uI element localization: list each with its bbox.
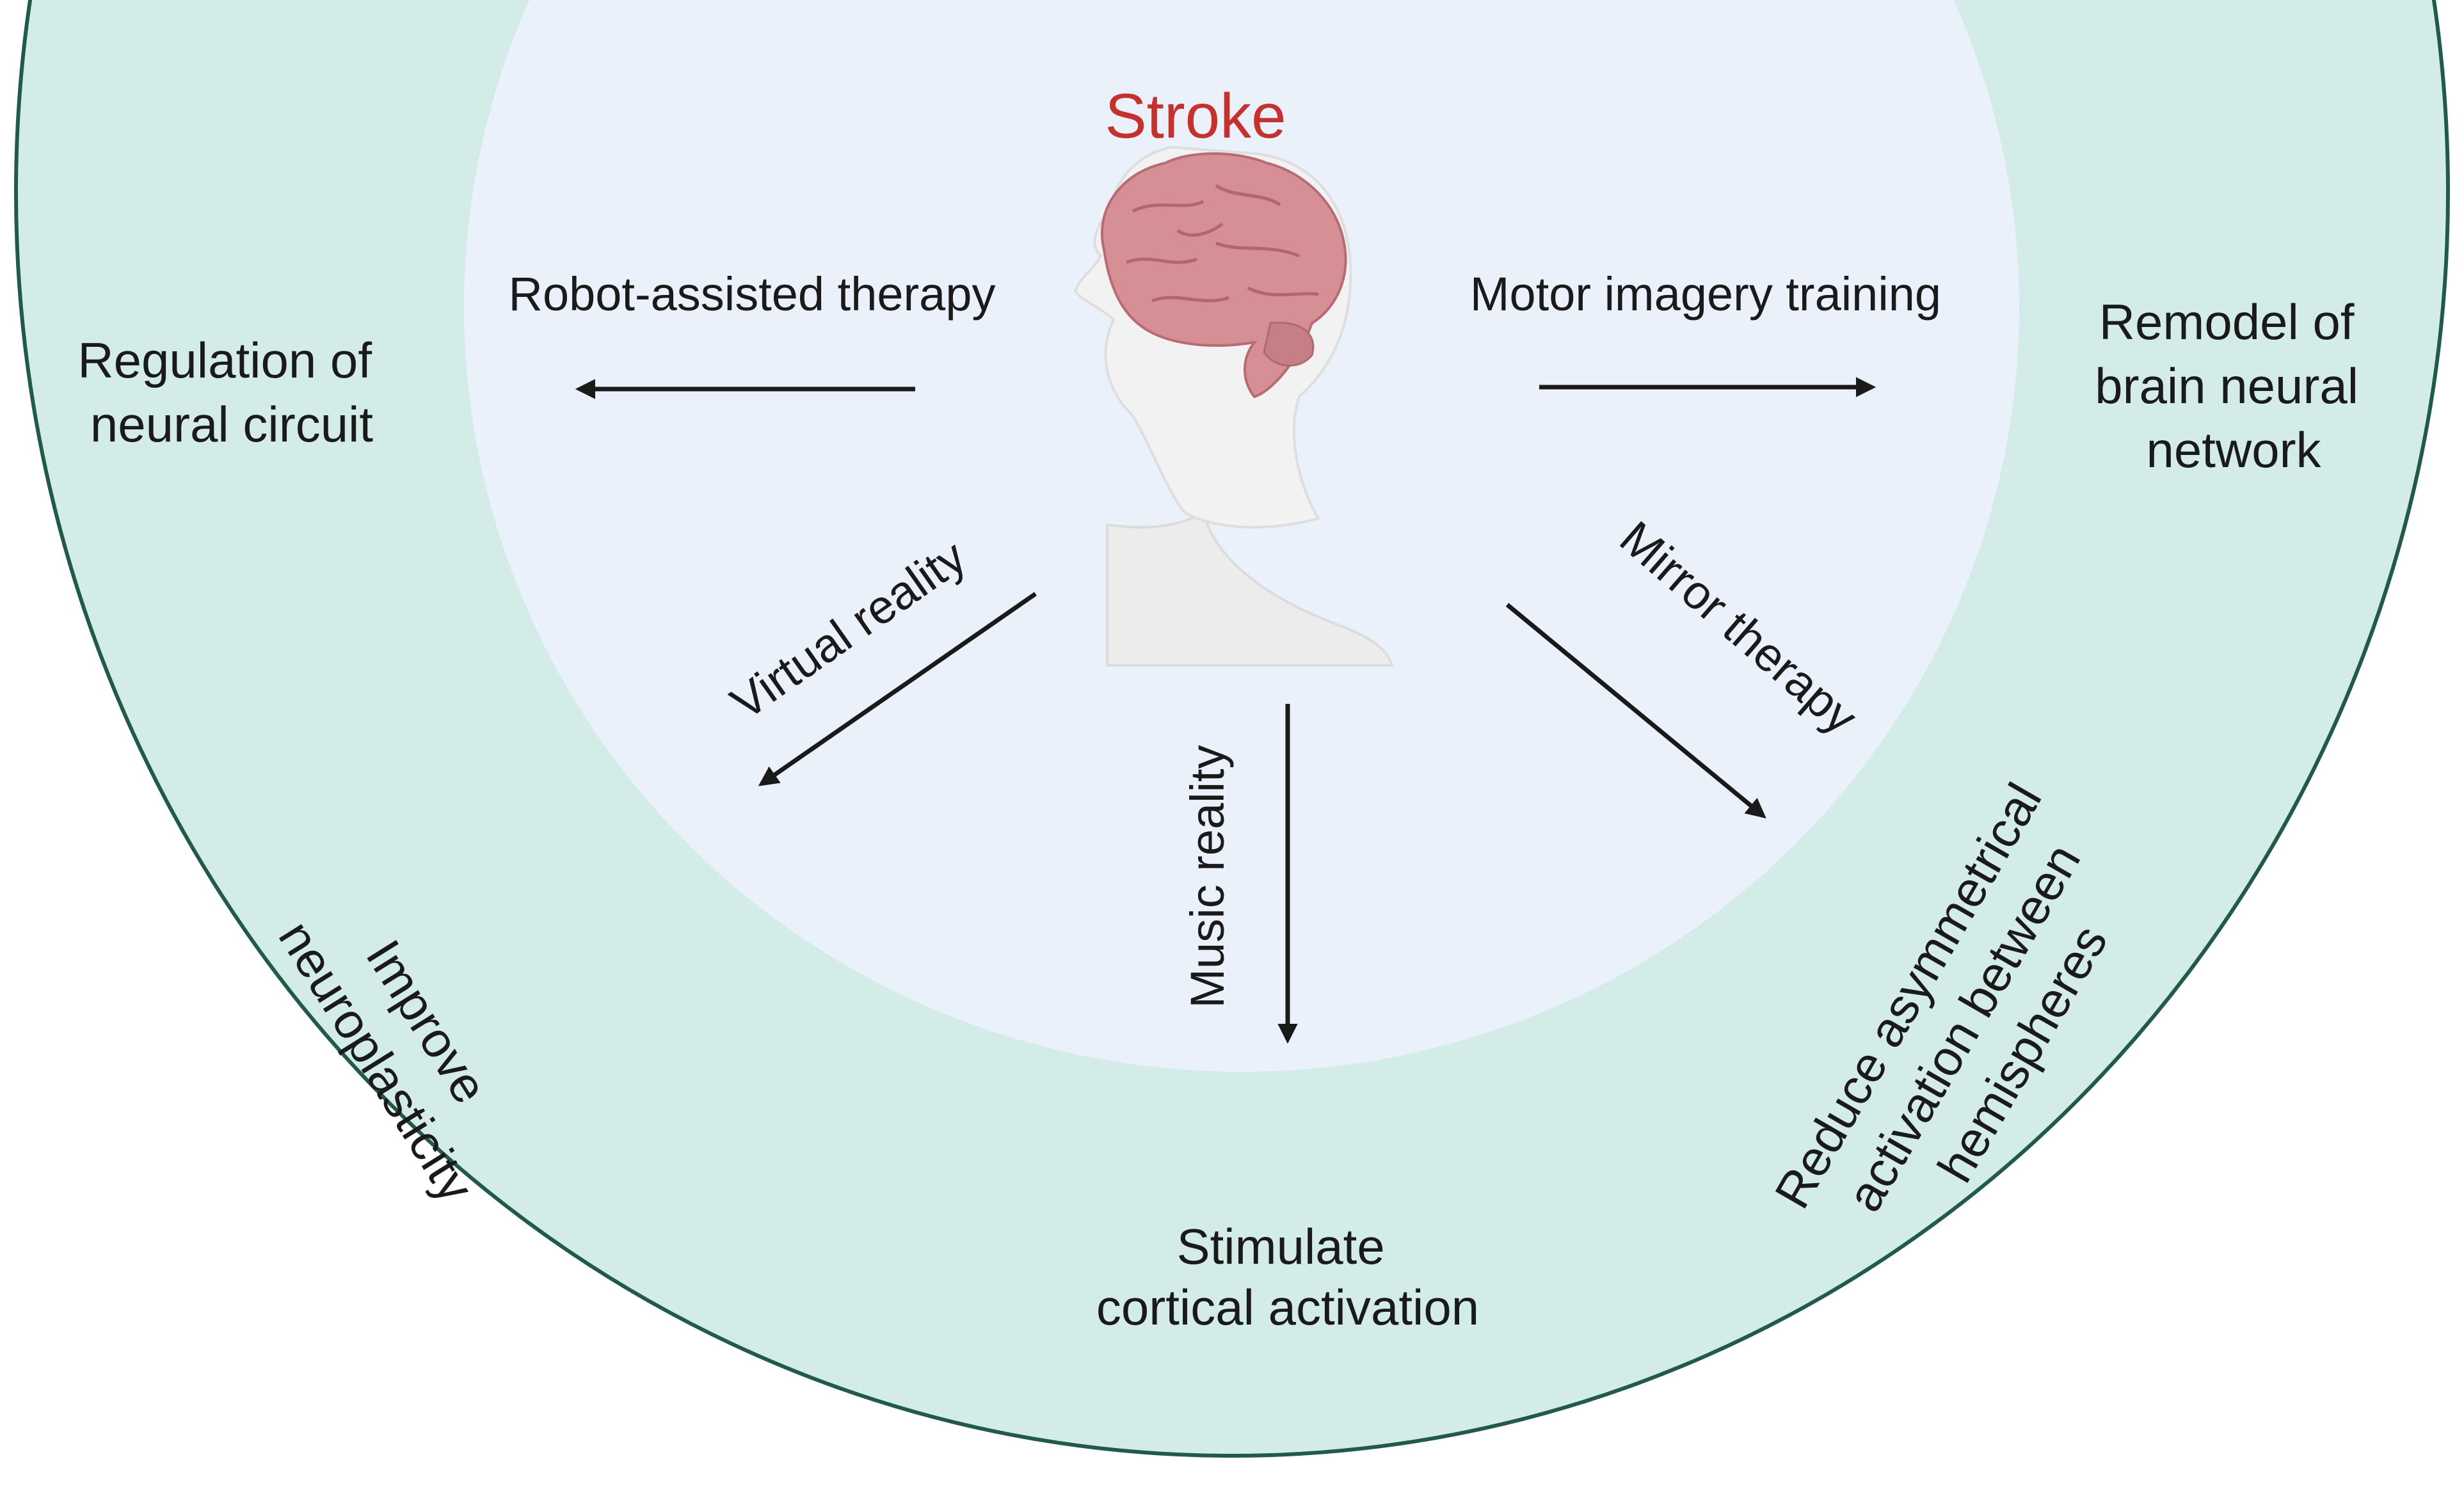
arrow-virtual-reality bbox=[758, 592, 1037, 786]
human-head-brain-icon bbox=[1073, 145, 1394, 667]
inner-circle bbox=[464, 0, 2019, 1072]
center-title: Stroke bbox=[1105, 81, 1286, 151]
therapy-robot-assisted: Robot-assisted therapy bbox=[509, 267, 996, 321]
effect-stimulate-cortical-activation: Stimulate cortical activation bbox=[1096, 1218, 1479, 1335]
therapy-music-reality: Music reality bbox=[1181, 745, 1234, 1008]
therapy-motor-imagery: Motor imagery training bbox=[1470, 267, 1941, 321]
effect-remodel-brain-network: Remodel of brain neural network bbox=[2095, 294, 2372, 478]
effect-regulation-neural-circuit: Regulation of neural circuit bbox=[77, 332, 385, 452]
arrow-mirror-therapy bbox=[1505, 603, 1766, 819]
